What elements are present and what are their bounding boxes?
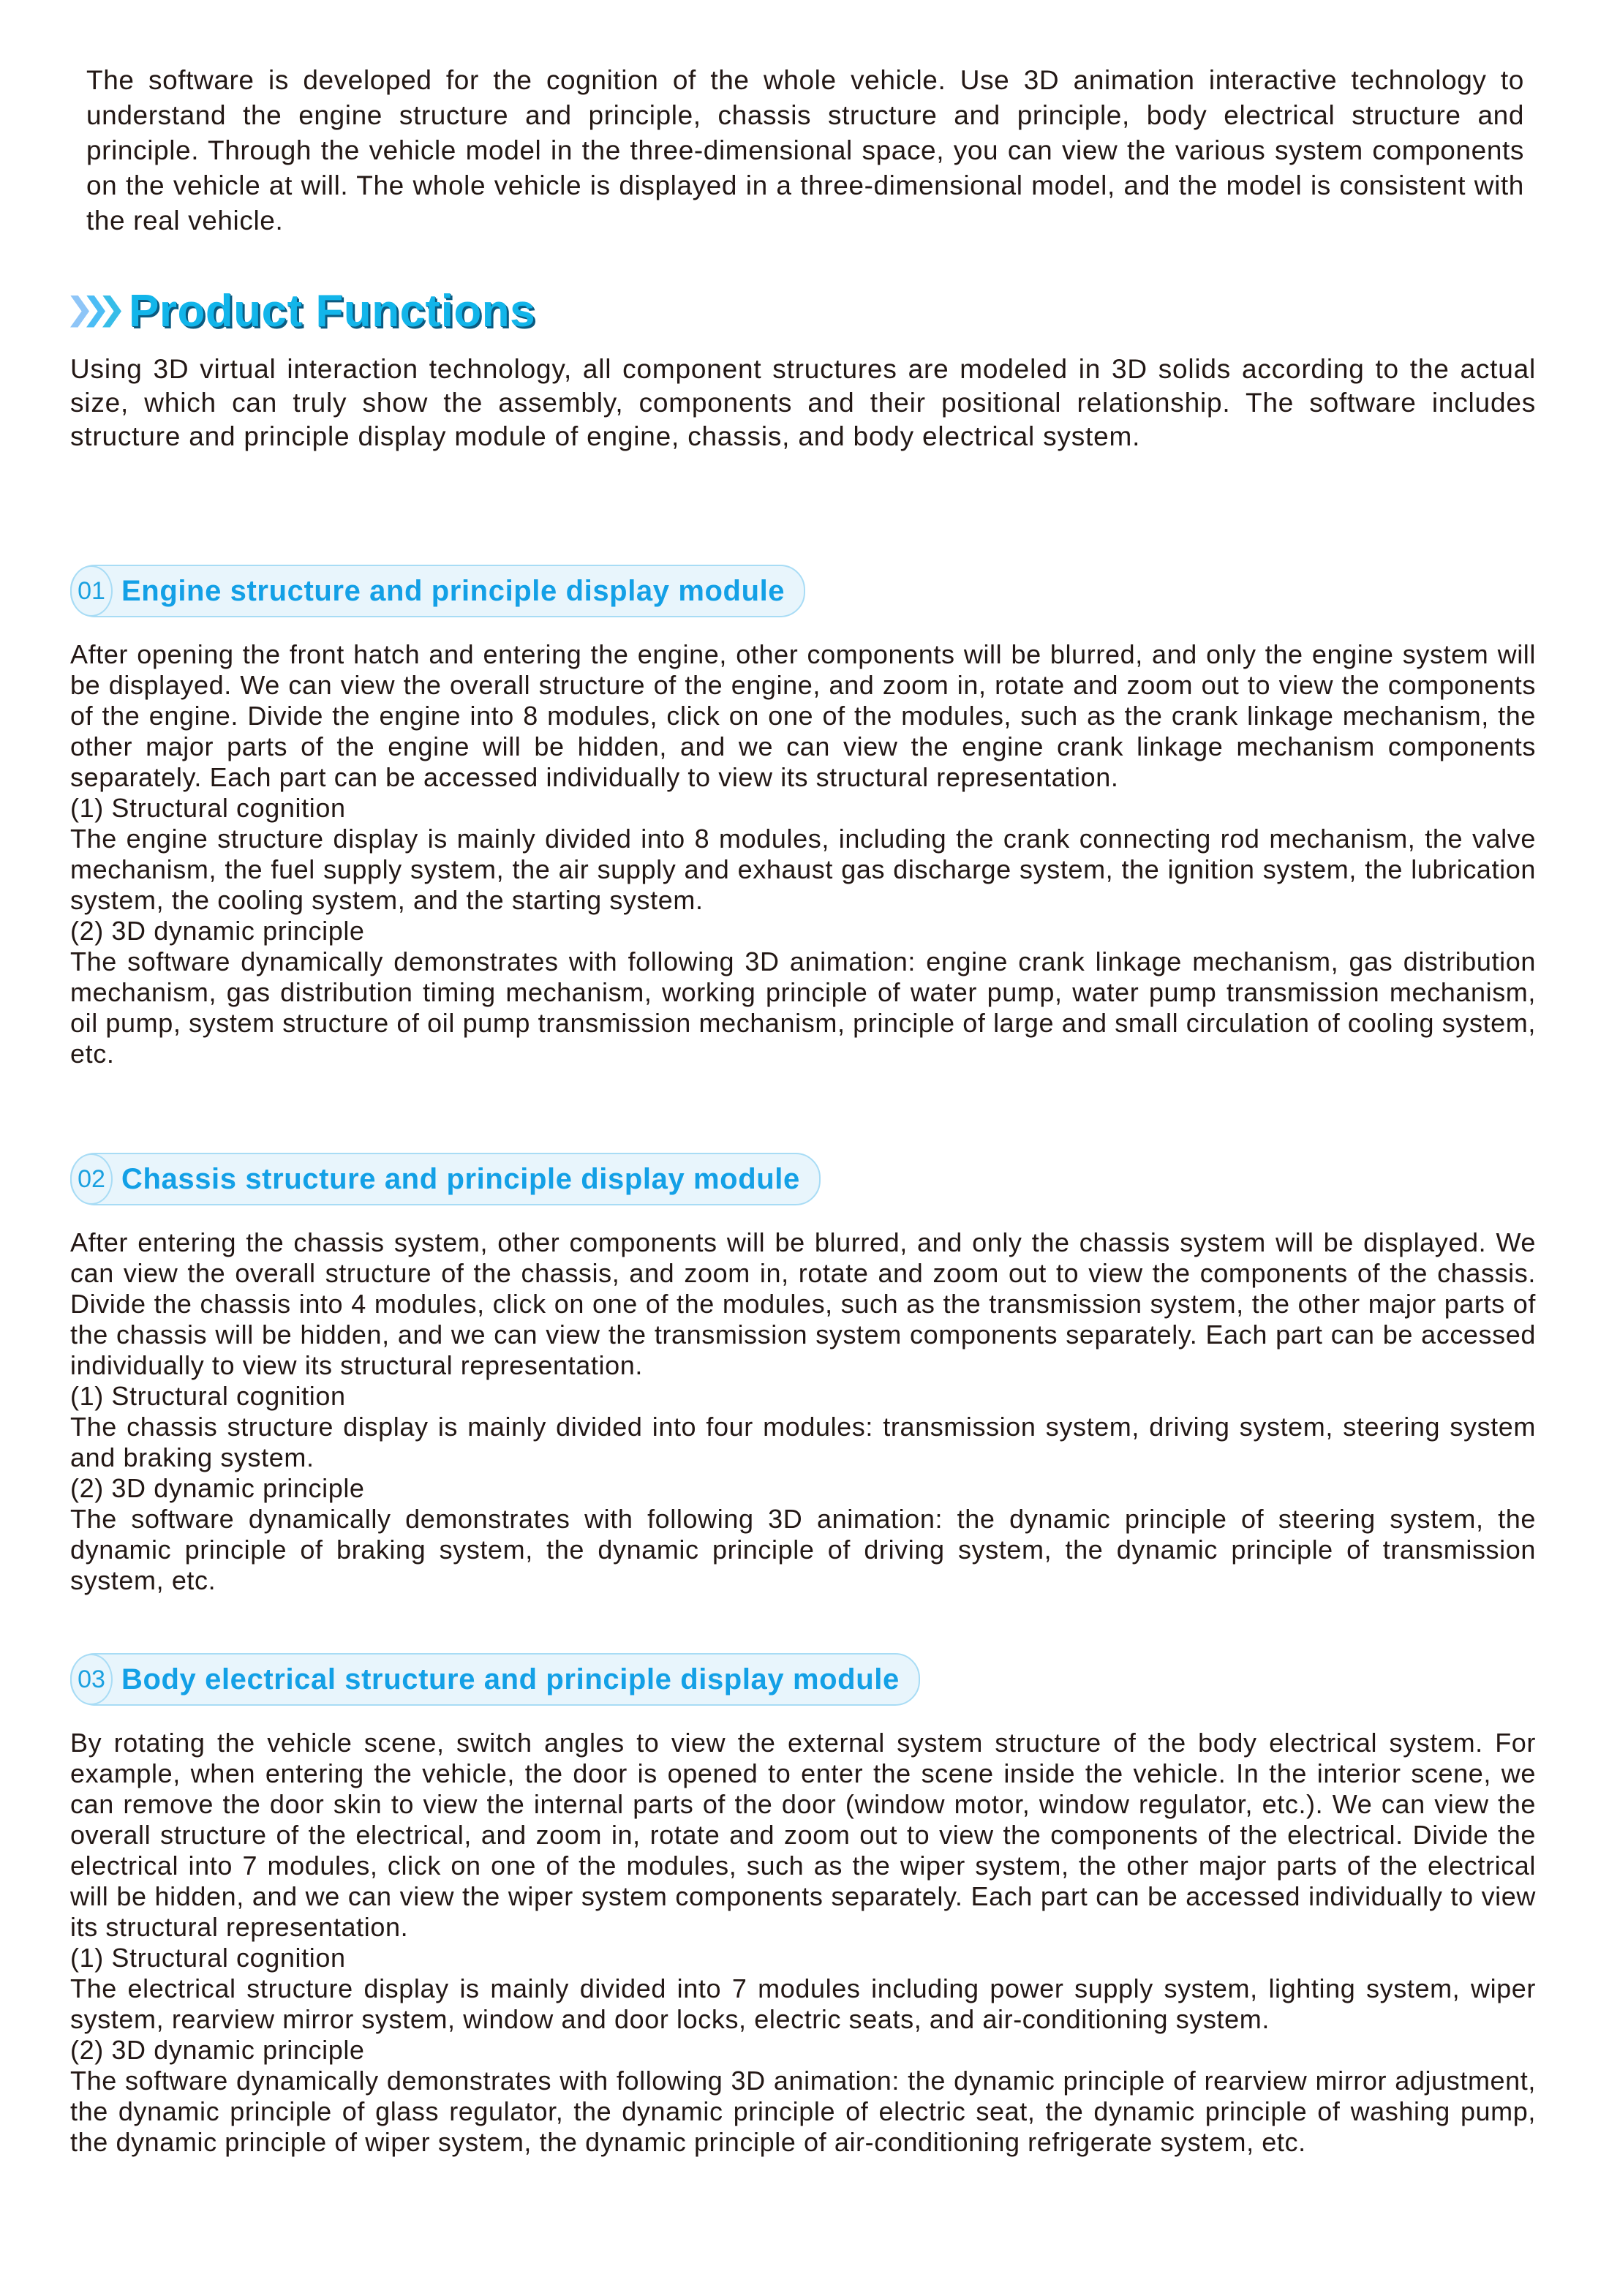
module-body-electrical: 03 Body electrical structure and princip… xyxy=(70,1653,1536,2158)
intro-paragraph: The software is developed for the cognit… xyxy=(86,65,1524,236)
module-badge: 03 Body electrical structure and princip… xyxy=(70,1653,920,1706)
module-paragraph: The software dynamically demonstrates wi… xyxy=(70,946,1536,1069)
module-engine: 01 Engine structure and principle displa… xyxy=(70,565,1536,1069)
subheading: (1) Structural cognition xyxy=(70,793,346,823)
section-heading: Product Functions xyxy=(70,285,535,337)
module-title: Engine structure and principle display m… xyxy=(121,574,785,607)
subheading: (2) 3D dynamic principle xyxy=(70,916,365,946)
module-paragraph: After opening the front hatch and enteri… xyxy=(70,639,1536,792)
module-title: Body electrical structure and principle … xyxy=(121,1663,900,1695)
chevrons-icon xyxy=(70,295,121,328)
module-paragraph: The engine structure display is mainly d… xyxy=(70,824,1536,915)
module-title: Chassis structure and principle display … xyxy=(121,1162,800,1195)
module-paragraph: The software dynamically demonstrates wi… xyxy=(70,1504,1536,1595)
subheading: (1) Structural cognition xyxy=(70,1943,346,1973)
module-badge: 01 Engine structure and principle displa… xyxy=(70,565,806,617)
module-paragraph: The electrical structure display is main… xyxy=(70,1973,1536,2034)
module-badge: 02 Chassis structure and principle displ… xyxy=(70,1153,821,1205)
subheading: (2) 3D dynamic principle xyxy=(70,1473,365,1503)
section-title: Product Functions xyxy=(129,286,536,336)
module-paragraph: After entering the chassis system, other… xyxy=(70,1227,1536,1380)
module-chassis: 02 Chassis structure and principle displ… xyxy=(70,1153,1536,1596)
subheading: (1) Structural cognition xyxy=(70,1381,346,1411)
module-number: 02 xyxy=(70,1153,113,1205)
module-number: 01 xyxy=(70,565,113,617)
subheading: (2) 3D dynamic principle xyxy=(70,2035,365,2065)
lead-paragraph: Using 3D virtual interaction technology,… xyxy=(70,354,1536,451)
module-paragraph: By rotating the vehicle scene, switch an… xyxy=(70,1728,1536,1942)
module-number: 03 xyxy=(70,1654,113,1705)
module-paragraph: The software dynamically demonstrates wi… xyxy=(70,2066,1536,2157)
module-paragraph: The chassis structure display is mainly … xyxy=(70,1412,1536,1472)
